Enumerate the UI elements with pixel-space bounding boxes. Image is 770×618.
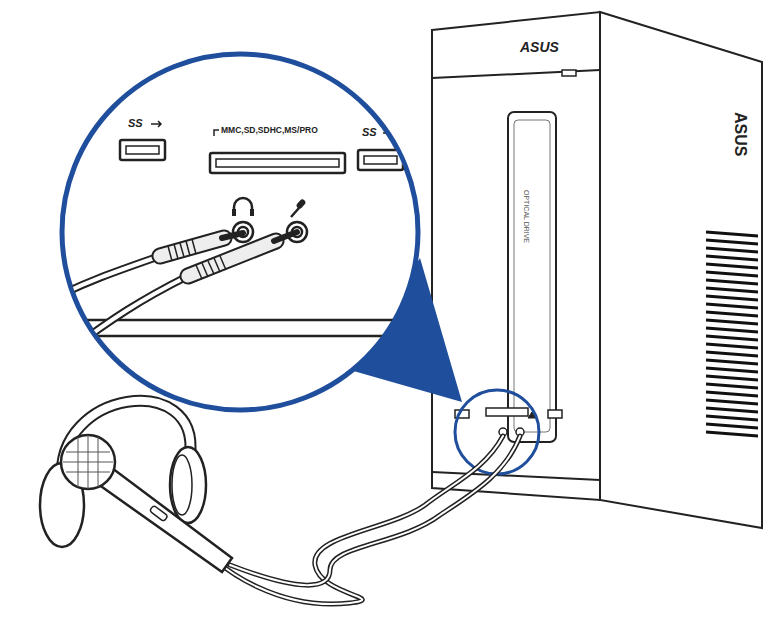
usb-label: SS <box>128 118 143 129</box>
brand-logo: ASUS <box>520 40 559 54</box>
usb-label: SS <box>362 127 377 138</box>
side-vent <box>706 232 758 436</box>
zoom-detail <box>50 121 430 350</box>
card-reader-label: MMC,SD,SDHC,MS/PRO <box>221 126 318 135</box>
zoom-circle <box>62 54 418 410</box>
desktop-tower <box>432 12 762 528</box>
drive-label: OPTICAL DRIVE <box>523 190 530 243</box>
audio-cables <box>185 436 520 604</box>
zoom-ring-small <box>455 390 539 474</box>
microphone <box>61 435 232 572</box>
side-logo: ASUS <box>732 112 748 156</box>
